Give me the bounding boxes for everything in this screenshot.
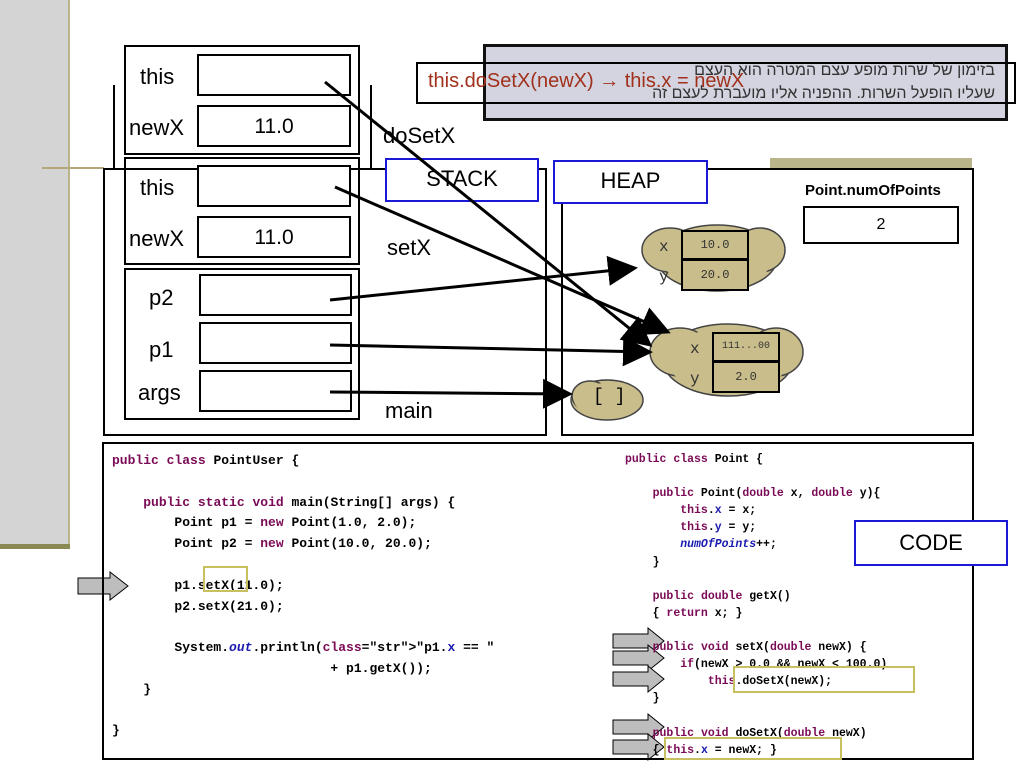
pointer-arrow-setx-3: [612, 664, 665, 694]
callout-statement-box: [416, 62, 1016, 104]
point-code-line-5: this.y = y;: [680, 521, 757, 535]
point-code-line-1: public class Point {: [625, 453, 764, 466]
left-decor-underline: [0, 544, 70, 549]
ref-dosetx-this: [324, 80, 653, 347]
pointuser-code-line-4: Point p1 = new Point(1.0, 2.0);: [112, 515, 417, 531]
main-p2-label: p2: [149, 285, 174, 310]
setx-newx-slot: 11.0: [197, 216, 351, 258]
callout-statement: this.doSetX(newX) → this.x = newX: [428, 70, 745, 92]
ref-setx-this: [334, 185, 671, 335]
main-args-slot: [199, 370, 352, 412]
heap-tag: HEAP: [553, 160, 708, 204]
highlight-p1-call: [203, 566, 248, 592]
point-code-line-15: }: [652, 692, 660, 706]
left-decor-line: [68, 0, 70, 548]
callout-note-line2: שעליו הופעל השרות. ההפניה אליו מועברת לע…: [652, 85, 995, 102]
highlight-dosetx-body: [664, 737, 842, 760]
frame-dosetx-outline: [113, 85, 115, 170]
point-code-line-9: public double getX(): [652, 589, 791, 603]
p2-x-label: x: [659, 238, 669, 256]
left-decor-hline: [42, 167, 104, 169]
dosetx-newx-slot: 11.0: [197, 105, 351, 147]
pointer-arrow-setx-2: [612, 643, 665, 673]
setx-newx-label: newX: [129, 226, 185, 251]
args-array: [ ]: [593, 387, 626, 407]
pointuser-code-line-8: p2.setX(21.0);: [174, 598, 284, 614]
pointuser-code-line-14: }: [112, 723, 120, 739]
point-code-line-6: numOfPoints++;: [680, 538, 777, 552]
ref-p2: [329, 255, 638, 302]
code-point: public class Point { public Point(double…: [625, 451, 887, 759]
heap-top-decor: [770, 158, 972, 168]
pointuser-code-line-1: public class PointUser {: [112, 453, 300, 468]
pointuser-code-line-3: public static void main(String[] args) {: [143, 494, 456, 510]
setx-this-slot: [197, 165, 351, 207]
frame-dosetx-outline-right: [370, 85, 372, 170]
callout-note-box: [483, 44, 1008, 121]
p2-x-value: 10.0: [681, 230, 749, 260]
left-decor-bar: [0, 0, 68, 548]
ref-args: [329, 378, 573, 409]
numofpoints-title: Point.numOfPoints: [805, 182, 941, 199]
point-code-line-18: { this.x = newX; }: [625, 743, 777, 757]
dosetx-this-label: this: [140, 64, 175, 89]
pointuser-code-line-12: }: [143, 681, 152, 697]
p1-x-label: x: [690, 340, 700, 358]
code-area: [102, 442, 974, 760]
frame-dosetx: [124, 45, 360, 155]
frame-main: [124, 268, 360, 420]
pointuser-code-line-5: Point p2 = new Point(10.0, 20.0);: [112, 536, 432, 552]
p1-x-value: 111...00: [712, 332, 780, 362]
pointuser-code-line-11: + p1.getX());: [330, 660, 432, 676]
pointer-arrow-dosetx-2: [612, 732, 665, 762]
main-p1-slot: [199, 322, 352, 364]
pointer-arrow-dosetx-1: [612, 712, 665, 742]
point-code-line-3: public Point(double x, double y){: [652, 487, 881, 501]
setx-frame-name: setX: [387, 235, 432, 260]
p2-y-label: y: [659, 268, 669, 286]
pointuser-code-line-10: System.out.println(class="str">"p1.x == …: [112, 640, 495, 656]
p1-y-value: 2.0: [712, 361, 780, 393]
ref-p1: [329, 336, 653, 367]
dosetx-this-slot: [197, 54, 351, 96]
highlight-dosetx-call: [733, 666, 915, 693]
dosetx-newx-label: newX: [129, 115, 185, 140]
heap-area: [561, 168, 974, 436]
point-code-line-4: this.x = x;: [680, 504, 757, 518]
code-tag: CODE: [854, 520, 1008, 566]
dosetx-frame-name: doSetX: [383, 123, 456, 148]
point-code-line-12: public void setX(double newX) {: [652, 641, 867, 655]
pointuser-code-line-7: p1.setX(11.0);: [174, 577, 284, 593]
point-code-line-7: }: [652, 555, 660, 569]
main-p1-label: p1: [149, 337, 174, 362]
code-pointuser: public class PointUser { public static v…: [112, 451, 494, 742]
main-frame-name: main: [385, 398, 433, 423]
setx-this-label: this: [140, 175, 175, 200]
callout-note-line1: בזימון של שרות מופע עצם המטרה הוא העצם: [694, 62, 995, 79]
main-p2-slot: [199, 274, 352, 316]
point-code-line-14: this.doSetX(newX);: [707, 675, 833, 689]
main-args-label: args: [138, 380, 181, 405]
frame-setx: [124, 157, 360, 265]
point-code-line-10: { return x; }: [625, 606, 743, 620]
point-code-line-17: public void doSetX(double newX): [652, 726, 867, 740]
p1-y-label: y: [690, 370, 700, 388]
numofpoints-box: 2: [803, 206, 959, 244]
p2-y-value: 20.0: [681, 259, 749, 291]
